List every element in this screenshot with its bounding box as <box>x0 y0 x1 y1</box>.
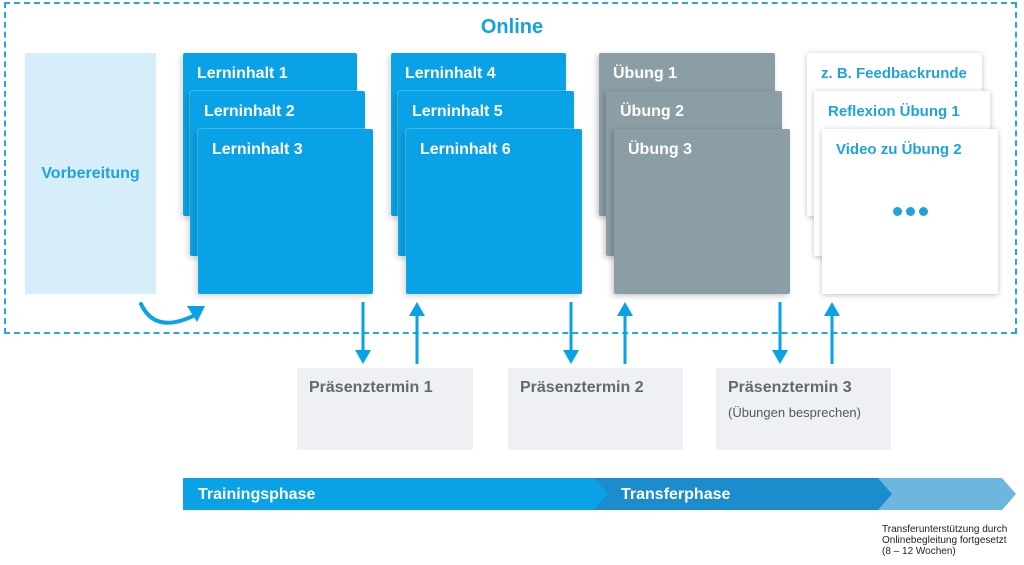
more-ellipsis-icon <box>893 207 928 216</box>
online-label: Online <box>480 16 544 38</box>
preparation-box: Vorbereitung <box>25 53 156 294</box>
online-frame <box>4 2 1017 334</box>
curved-arrow-icon <box>139 302 205 325</box>
meeting-box-3: Präsenztermin 3 (Übungen besprechen) <box>716 368 891 450</box>
transfer-note: Transferunterstützung durch Onlinebeglei… <box>882 524 1008 557</box>
learning-card-6: Lerninhalt 6 <box>406 129 582 294</box>
learning-card-3: Lerninhalt 3 <box>198 129 373 294</box>
preparation-label: Vorbereitung <box>41 164 140 182</box>
meeting-3-note: (Übungen besprechen) <box>728 405 861 420</box>
followup-card-3: Video zu Übung 2 <box>822 129 998 294</box>
meeting-box-2: Präsenztermin 2 <box>508 368 683 450</box>
transfer-phase-label: Transferphase <box>621 486 731 503</box>
exercise-card-3: Übung 3 <box>614 129 790 294</box>
training-phase-label: Trainingsphase <box>198 486 316 503</box>
meeting-box-1: Präsenztermin 1 <box>297 368 473 450</box>
phase-bar <box>183 478 1016 510</box>
